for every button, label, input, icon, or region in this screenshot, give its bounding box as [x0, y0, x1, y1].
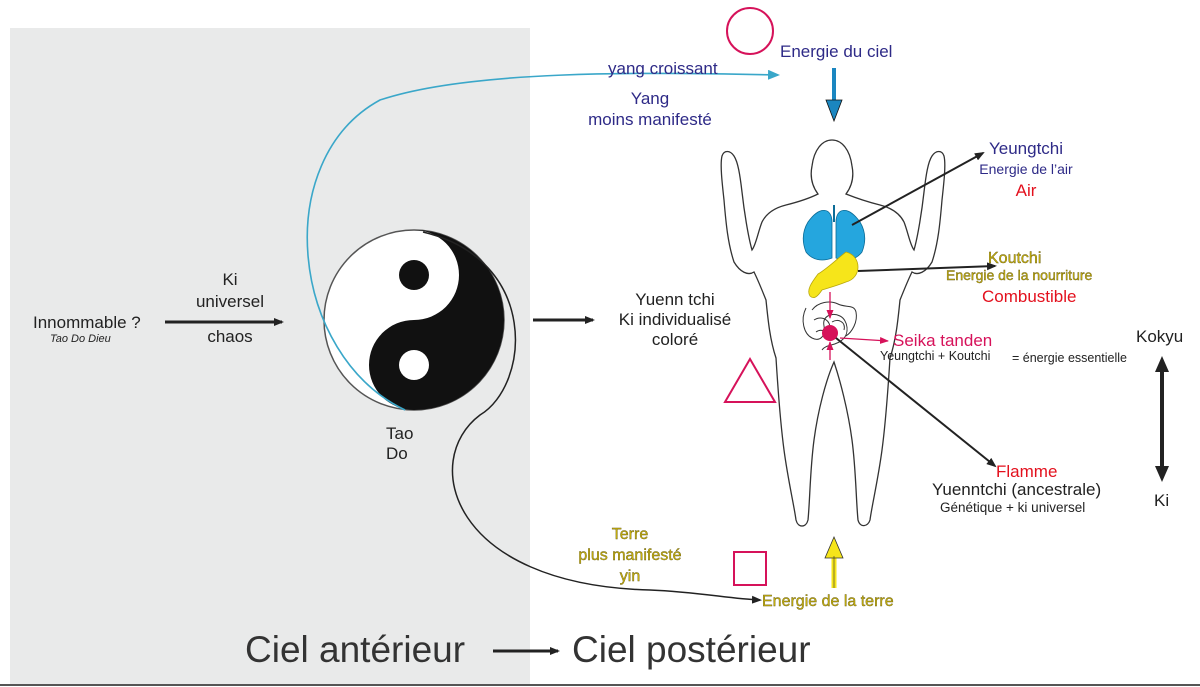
label-seika-tanden: Seika tanden: [893, 331, 993, 350]
label-yeungtchi: Yeungtchi: [988, 139, 1064, 158]
label-equation-a: Yeungtchi + Koutchi: [880, 349, 991, 363]
human-body-outline: [720, 139, 946, 527]
seika-tanden-dot: [822, 325, 838, 341]
arrow-to-seika-tanden: [839, 337, 889, 344]
label-terre: Terre: [611, 526, 649, 543]
label-air: Air: [1015, 181, 1037, 200]
label-tao: Tao: [386, 424, 414, 443]
label-ki-right: Ki: [1154, 491, 1170, 510]
label-do: Do: [386, 444, 408, 463]
label-energie-air: Energie de l’air: [979, 161, 1073, 177]
label-energie-terre: Energie de la terre: [762, 593, 894, 610]
label-innommable: Innommable ?: [33, 313, 141, 332]
label-koutchi: Koutchi: [988, 250, 1042, 267]
label-energie-du-ciel: Energie du ciel: [780, 42, 893, 61]
arrow-stomach-to-koutchi: [857, 262, 997, 272]
arrow-lungs-to-yeungtchi: [851, 152, 985, 226]
triangle-icon: [723, 357, 777, 403]
label-chaos: chaos: [207, 327, 253, 346]
label-kokyu: Kokyu: [1136, 327, 1184, 346]
heaven-circle-icon: [726, 7, 774, 55]
label-moins-manifeste: moins manifesté: [588, 110, 712, 129]
label-colore: coloré: [651, 330, 699, 349]
arrow-tanden-to-flamme: [835, 337, 997, 468]
kokyu-ki-double-arrow: [1155, 356, 1169, 482]
title-ciel-posterieur: Ciel postérieur: [572, 629, 811, 670]
label-combustible: Combustible: [982, 287, 1077, 306]
label-tao-do-dieu: Tao Do Dieu: [50, 333, 111, 345]
label-yang: Yang: [630, 89, 670, 108]
lungs-icon: [802, 205, 866, 261]
earth-square-icon: [733, 551, 767, 586]
sky-energy-arrow: [825, 68, 843, 123]
label-ki: Ki: [222, 270, 238, 289]
title-ciel-anterieur: Ciel antérieur: [245, 629, 466, 670]
label-ki-individualise: Ki individualisé: [618, 310, 732, 329]
label-yang-croissant: yang croissant: [608, 59, 718, 78]
label-genetique: Génétique + ki universel: [940, 500, 1086, 515]
label-plus-manifeste: plus manifesté: [578, 547, 682, 564]
label-yuenn-tchi: Yuenn tchi: [635, 290, 715, 309]
label-yuenntchi-ancestrale: Yuenntchi (ancestrale): [932, 480, 1102, 499]
yin-yang-icon: [323, 229, 505, 411]
earth-energy-arrow: [824, 535, 844, 588]
bottom-divider: [0, 684, 1200, 686]
label-equation-b: = énergie essentielle: [1012, 351, 1128, 365]
terre-curve: [422, 231, 762, 604]
stomach-icon: [808, 251, 859, 298]
yang-croissant-curve: [306, 69, 780, 411]
label-energie-nourriture: Energie de la nourriture: [946, 267, 1093, 283]
label-universel: universel: [195, 292, 265, 311]
label-flamme: Flamme: [996, 462, 1058, 481]
label-yin: yin: [619, 568, 641, 585]
